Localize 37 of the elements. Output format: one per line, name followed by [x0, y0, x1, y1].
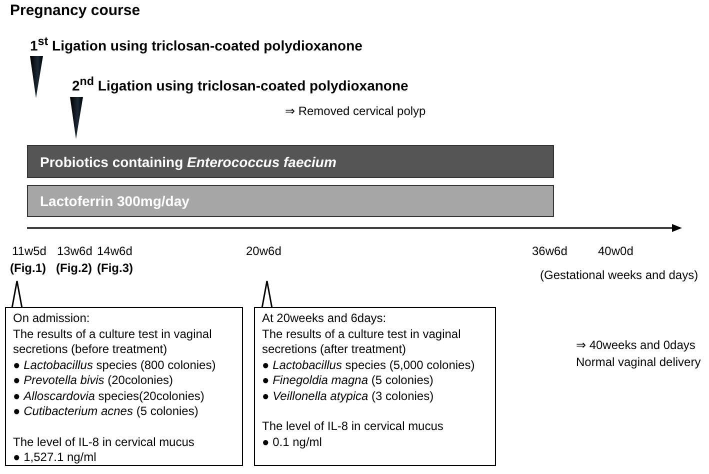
- callout-text: The level of IL-8 in cervical mucus: [262, 419, 444, 434]
- procedure-label: 2$^{nd}$ Ligation using triclosan-coated polydioxanone: [72, 75, 408, 94]
- callout-text: On admission:: [13, 311, 91, 326]
- tick-label: 14w6d: [97, 244, 132, 258]
- axis-label: (Gestational weeks and days): [540, 268, 698, 282]
- callout-text: The results of a culture test in vaginal secretions (after treatment): [262, 326, 462, 358]
- title: Pregnancy course: [10, 2, 140, 19]
- callout-text: At 20weeks and 6days:: [262, 311, 388, 326]
- callout-box: [254, 307, 496, 466]
- procedure-label: 1$^{st}$ Ligation using triclosan-coated polydioxanone: [30, 35, 362, 54]
- callout-text: ● Finegoldia magna (5 colonies): [262, 373, 434, 388]
- treatment-bar: [27, 145, 554, 178]
- outcome-text: ⇒ 40weeks and 0days: [576, 338, 696, 352]
- callout-text: ● Lactobacillus species (5,000 colonies): [262, 358, 476, 373]
- tick-label: 20w6d: [246, 244, 282, 258]
- tick-label: 13w6d: [57, 244, 92, 258]
- figure-reference: (Fig.2): [56, 261, 92, 275]
- callout-text: ● Alloscardovia species(20colonies): [13, 388, 206, 404]
- tick-label: 36w6d: [532, 244, 568, 258]
- note-text: ⇒ Removed cervical polyp: [285, 104, 426, 118]
- callout-text: ● Lactobacillus species (800 colonies): [13, 358, 217, 373]
- callout-text: ● Cutibacterium acnes (5 colonies): [13, 404, 200, 420]
- figure-reference: (Fig.3): [97, 261, 133, 275]
- bar-label: Probiotics containing Enterococcus faecium: [40, 154, 336, 170]
- callout-box: [5, 307, 243, 466]
- tick-label: 40w0d: [598, 244, 634, 258]
- callout-text: ● 1,527.1 ng/ml: [13, 450, 98, 466]
- outcome-text: Normal vaginal delivery: [576, 355, 701, 369]
- callout-text: ● Veillonella atypica (3 colonies): [262, 388, 435, 404]
- figure-reference: (Fig.1): [10, 261, 46, 275]
- callout-text: ● 0.1 ng/ml: [262, 434, 323, 450]
- callout-text: ● Prevotella bivis (20colonies): [13, 373, 174, 388]
- treatment-bar: [27, 185, 554, 217]
- bar-label: Lactoferrin 300mg/day: [40, 193, 190, 209]
- callout-text: The level of IL-8 in cervical mucus: [13, 434, 196, 450]
- callout-text: The results of a culture test in vaginal secretions (before treatment): [13, 326, 213, 358]
- tick-label: 11w5d: [12, 244, 46, 258]
